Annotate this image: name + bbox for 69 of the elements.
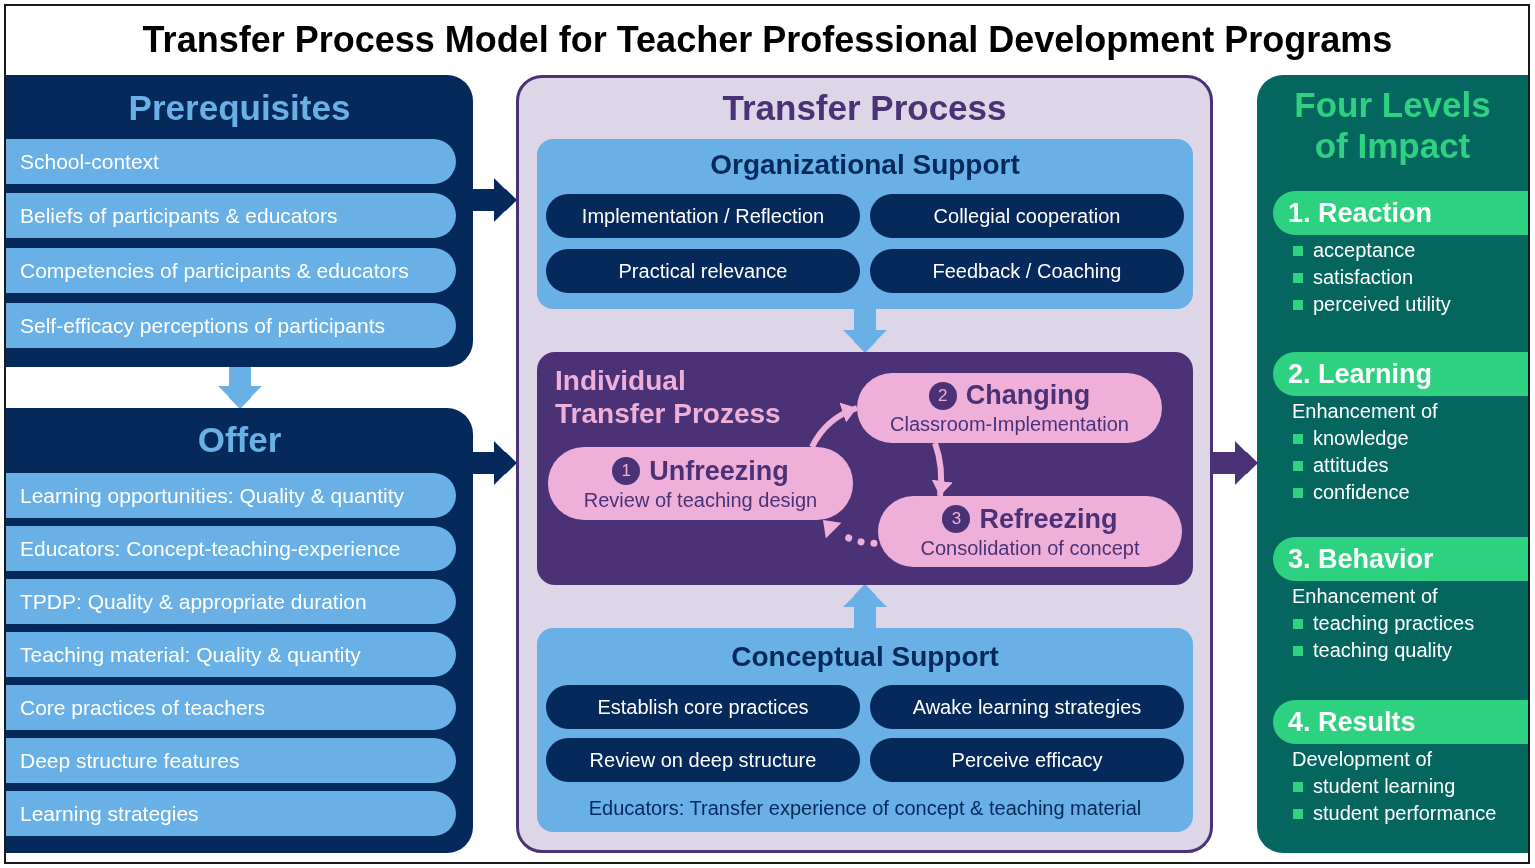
support-item: Practical relevance (546, 249, 860, 293)
factor-item: Self-efficacy perceptions of participants (6, 303, 456, 348)
level-criterion: student performance (1313, 801, 1497, 826)
block-arrow (473, 441, 516, 485)
level-criterion: knowledge (1313, 426, 1409, 451)
panel-heading: Organizational Support (710, 148, 1020, 182)
impact-panel (1257, 75, 1528, 853)
level-criterion: teaching practices (1313, 611, 1475, 636)
factor-item: Learning strategies (6, 791, 456, 836)
level-band: 3. Behavior (1273, 537, 1528, 581)
support-item: Perceive efficacy (870, 738, 1184, 782)
factor-item: Educators: Concept-teaching-experience (6, 526, 456, 571)
block-arrow (218, 367, 262, 408)
panel-heading: Offer (197, 419, 282, 461)
block-arrow (473, 178, 516, 222)
step-description: Review of teaching design (583, 487, 818, 513)
step-title: Refreezing (979, 502, 1118, 536)
support-item: Review on deep structure (546, 738, 860, 782)
level-intro: Enhancement of (1292, 584, 1438, 609)
factor-item: Competencies of participants & educators (6, 248, 456, 293)
level-band: 1. Reaction (1273, 191, 1528, 235)
block-arrow (843, 309, 887, 352)
step-description: Consolidation of concept (920, 535, 1140, 561)
diagram-title: Transfer Process Model for Teacher Professional Development Programs (142, 18, 1393, 62)
block-arrow (1213, 441, 1257, 485)
panel-heading: Four Levels of Impact (1293, 85, 1492, 167)
panel-heading: Transfer Process (722, 87, 1007, 129)
level-intro: Development of (1292, 747, 1433, 772)
support-note: Educators: Transfer experience of concept & teaching material (588, 796, 1142, 820)
cycle-panel (537, 352, 1193, 585)
panel-heading: Prerequisites (128, 87, 351, 129)
category-panel (6, 408, 473, 853)
step-number: 3 (942, 505, 971, 533)
step-title: Changing (965, 379, 1091, 412)
step-description: Classroom-Implementation (890, 412, 1129, 437)
support-panel (537, 628, 1193, 832)
support-item: Implementation / Reflection (546, 194, 860, 238)
factor-item: Beliefs of participants & educators (6, 193, 456, 238)
factor-item: TPDP: Quality & appropriate duration (6, 579, 456, 624)
step-title: Unfreezing (649, 454, 789, 488)
block-arrow (843, 585, 887, 628)
factor-item: Learning opportunities: Quality & quantity (6, 473, 456, 518)
level-band: 4. Results (1273, 700, 1528, 744)
category-panel (6, 75, 473, 367)
level-intro: Enhancement of (1292, 399, 1438, 424)
support-panel (537, 139, 1193, 309)
step-number: 1 (612, 457, 641, 485)
panel-heading: Individual Transfer Prozess (555, 364, 782, 431)
step-number: 2 (928, 381, 957, 410)
level-criterion: acceptance (1313, 238, 1416, 263)
process-panel (516, 75, 1213, 853)
curved-arrow (931, 442, 953, 497)
support-item: Collegial cooperation (870, 194, 1184, 238)
curved-arrow (809, 403, 858, 449)
panel-heading: Conceptual Support (731, 640, 999, 674)
level-criterion: confidence (1313, 480, 1410, 505)
support-item: Feedback / Coaching (870, 249, 1184, 293)
factor-item: Teaching material: Quality & quantity (6, 632, 456, 677)
factor-item: Deep structure features (6, 738, 456, 783)
support-item: Establish core practices (546, 685, 860, 729)
level-criterion: satisfaction (1313, 265, 1414, 290)
factor-item: School-context (6, 139, 456, 184)
level-criterion: student learning (1313, 774, 1456, 799)
level-criterion: perceived utility (1313, 292, 1451, 317)
factor-item: Core practices of teachers (6, 685, 456, 730)
level-band: 2. Learning (1273, 352, 1528, 396)
level-criterion: attitudes (1313, 453, 1389, 478)
level-criterion: teaching quality (1313, 638, 1452, 663)
support-item: Awake learning strategies (870, 685, 1184, 729)
